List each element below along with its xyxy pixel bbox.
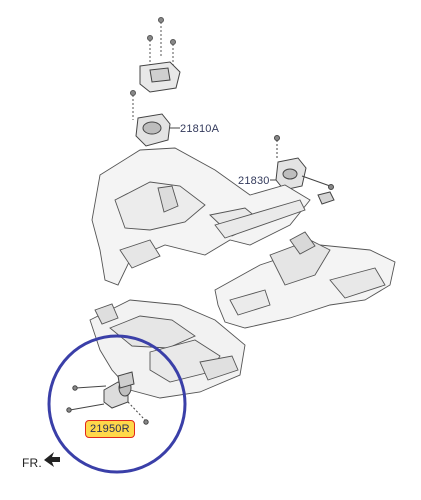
front-body-frame bbox=[91, 147, 311, 286]
upper-mount-insulator bbox=[135, 113, 180, 147]
upper-mount-bolts bbox=[130, 17, 176, 120]
front-direction-label: FR. bbox=[22, 456, 42, 470]
upper-mount-bracket bbox=[139, 61, 181, 93]
part-label-21810a: 21810A bbox=[180, 123, 220, 135]
highlight-circle bbox=[47, 334, 187, 474]
side-member bbox=[214, 231, 396, 329]
part-label-21830: 21830 bbox=[238, 175, 270, 187]
transmission-mount bbox=[270, 135, 335, 205]
front-direction-arrow-icon bbox=[44, 452, 60, 467]
rear-roll-mount bbox=[66, 371, 149, 425]
part-label-21950r: 21950R bbox=[85, 420, 135, 438]
